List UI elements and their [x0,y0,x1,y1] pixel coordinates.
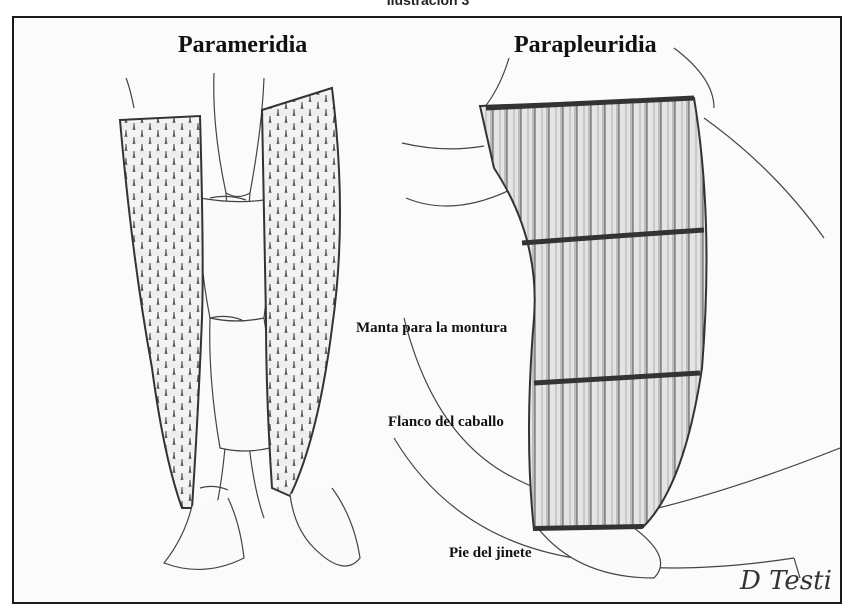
rider-foot-label: Pie del jinete [449,545,531,562]
parameridia-drawing [120,73,360,569]
illustration-frame: Parameridia Parapleuridia Manta para la … [12,16,842,604]
parapleuridia-title: Parapleuridia [514,32,657,59]
parapleuridia-drawing [394,48,840,578]
artist-signature: D Testi [740,566,832,596]
armor-sketch [14,18,840,602]
horse-flank-label: Flanco del caballo [388,414,504,431]
header-caption: Ilustración 3 [0,0,856,8]
parameridia-title: Parameridia [178,32,307,59]
saddle-blanket-label: Manta para la montura [356,320,507,337]
header-strip: Ilustración 3 [0,0,856,12]
